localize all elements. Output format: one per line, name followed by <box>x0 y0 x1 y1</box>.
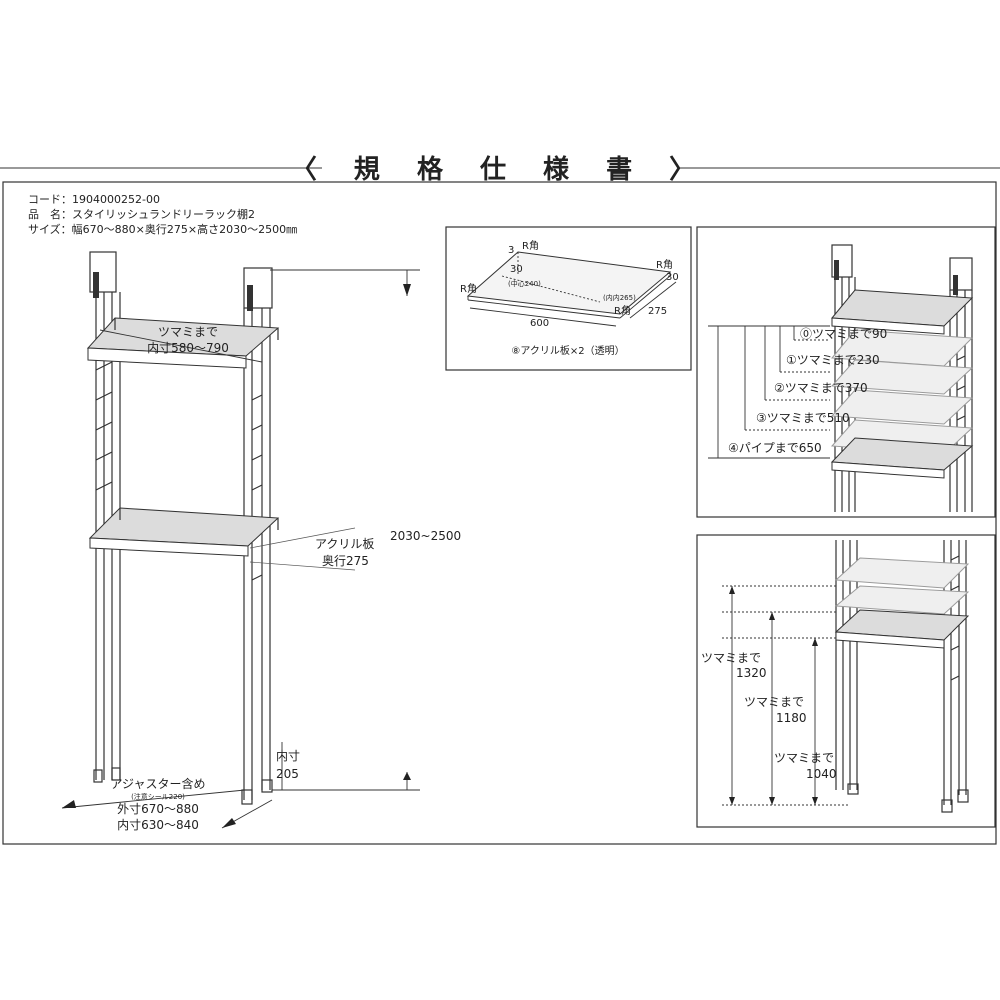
main-rack <box>86 251 280 805</box>
r-corner-tl: R角 <box>522 240 539 252</box>
acrylic-caption: ⑧アクリル板×2（透明） <box>511 344 624 357</box>
positions-box <box>696 226 996 518</box>
inner-dimension: 内寸630～840 <box>117 818 199 832</box>
page-title: 〈 規 格 仕 様 書 〉 <box>291 154 709 185</box>
r-corner-tr: R角 <box>656 259 673 271</box>
outer-dimension: 外寸670～880 <box>117 802 199 816</box>
r-corner-left: R角 <box>460 283 477 295</box>
height-1-value: 1320 <box>736 666 767 680</box>
acrylic-plate-drawing <box>466 251 677 327</box>
spec-name: 品 名：スタイリッシュランドリーラック棚2 <box>28 207 255 221</box>
inner-265: (内内265) <box>603 293 636 302</box>
dim-30-left: 30 <box>510 264 523 275</box>
top-inner-label-1: ツマミまで <box>158 325 218 339</box>
adjuster-note: (注意シール220) <box>131 792 185 801</box>
dim-275: 275 <box>648 306 667 317</box>
position-2: ②ツマミまで370 <box>774 381 868 395</box>
outer-frame <box>2 181 997 845</box>
adjuster-label: アジャスター含め <box>111 776 206 791</box>
height-3-value: 1040 <box>806 767 837 781</box>
inner-205-label-1: 内寸 <box>276 749 300 763</box>
spec-size: サイズ：幅670～880×奥行275×高さ2030～2500㎜ <box>28 222 297 236</box>
position-0: ⓪ツマミまで90 <box>800 327 887 341</box>
dim-3: 3 <box>508 245 514 256</box>
height-2-label: ツマミまで <box>744 695 804 709</box>
height-3-label: ツマミまで <box>774 751 834 765</box>
height-1-label: ツマミまで <box>701 651 761 665</box>
spec-code: コード：1904000252-00 <box>28 193 160 206</box>
dim-600: 600 <box>530 318 549 329</box>
dim-30-right: 30 <box>666 272 679 283</box>
height-label: 2030~2500 <box>390 529 461 543</box>
position-4: ④パイプまで650 <box>728 441 822 455</box>
positions-rack-drawing <box>830 244 974 512</box>
r-corner-br: R角 <box>614 305 631 317</box>
acrylic-label-1: アクリル板 <box>315 537 374 551</box>
top-inner-label-2: 内寸580～790 <box>147 341 229 355</box>
position-3: ③ツマミまで510 <box>756 411 850 425</box>
center-240: (中心240) <box>508 279 541 288</box>
height-2-value: 1180 <box>776 711 807 725</box>
acrylic-label-2: 奥行275 <box>322 554 369 568</box>
heights-rack-drawing <box>834 540 970 813</box>
position-1: ①ツマミまで230 <box>786 353 880 367</box>
heights-box <box>696 534 996 828</box>
inner-205-label-2: 205 <box>276 767 299 781</box>
acrylic-detail-box <box>445 226 692 371</box>
